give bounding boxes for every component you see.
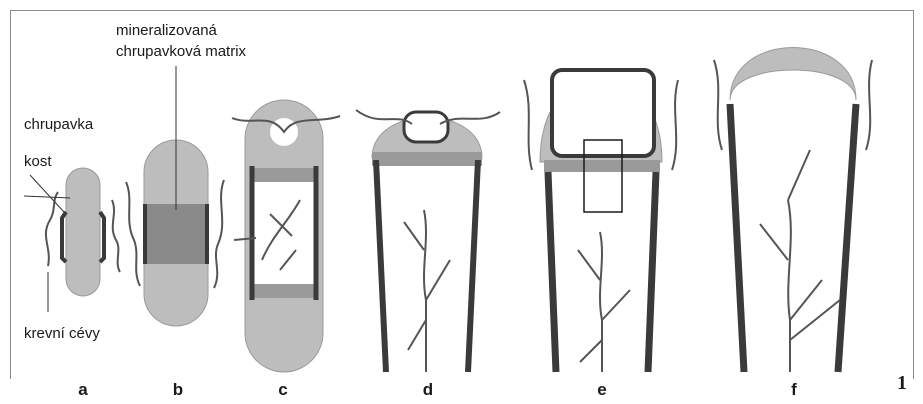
panel-b-mineralized-matrix [146, 204, 206, 264]
bone-leader-line [30, 175, 64, 212]
panel-a-bone-collar-right [100, 212, 104, 262]
panel-a-vessel-right [112, 200, 120, 272]
label-cartilage: chrupavka [24, 116, 93, 134]
panel-b-vessel-left [126, 182, 140, 286]
panel-e-cortex-left [548, 172, 556, 372]
panel-e-drawing [524, 70, 678, 372]
figure-number: 1 [897, 372, 907, 395]
panel-d-ossification-center [404, 112, 448, 142]
panel-letter-c: c [268, 380, 298, 400]
panel-letter-d: d [413, 380, 443, 400]
label-bone: kost [24, 153, 52, 171]
panel-a-bone-collar-left [62, 212, 66, 262]
panel-a-drawing [24, 168, 120, 312]
panel-e-vessel-branches [578, 232, 630, 372]
panel-letter-a: a [68, 380, 98, 400]
panel-letter-e: e [587, 380, 617, 400]
panel-c-drawing [232, 100, 340, 372]
panel-c-growth-zone-top [251, 168, 317, 182]
panel-e-epiphyseal-bone [552, 70, 654, 156]
panel-e-growth-plate [544, 160, 660, 172]
panel-b-drawing [126, 66, 224, 326]
panel-a-cartilage [66, 168, 100, 296]
panel-b-vessel-right [214, 180, 224, 288]
panel-c-growth-zone-bottom [251, 284, 317, 298]
panel-d-drawing [356, 105, 500, 373]
label-matrix-line2: chrupavková matrix [116, 43, 246, 61]
panel-f-drawing [714, 45, 872, 373]
panel-d-growth-plate [372, 152, 482, 166]
label-vessels: krevní cévy [24, 325, 100, 343]
panel-letter-f: f [779, 380, 809, 400]
panel-letter-b: b [163, 380, 193, 400]
panel-e-cortex-right [648, 172, 656, 372]
cartilage-leader-line [24, 196, 70, 198]
label-matrix-line1: mineralizovaná [116, 22, 217, 40]
panel-c-marrow [251, 168, 317, 298]
